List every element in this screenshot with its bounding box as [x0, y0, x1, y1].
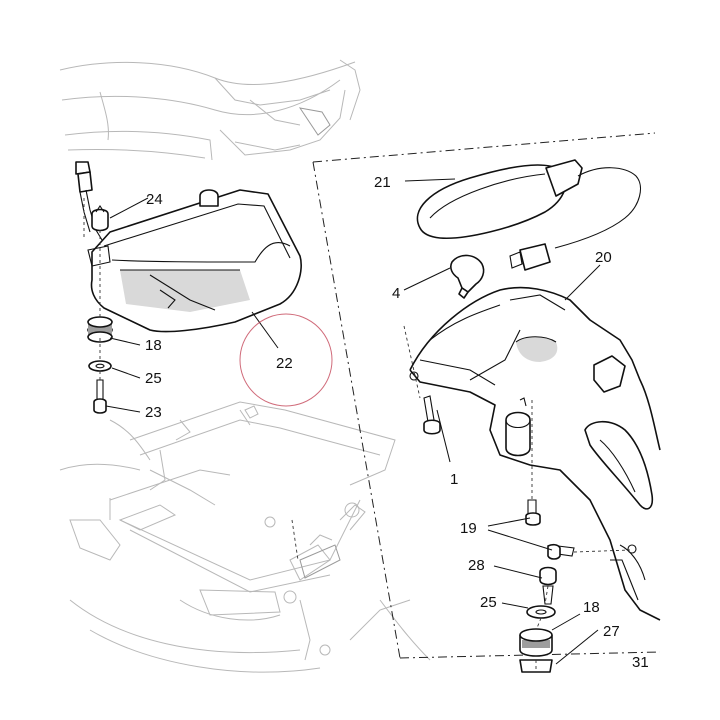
part-label-22: 22	[276, 355, 293, 372]
part-label-24: 24	[146, 191, 163, 208]
highlight-circle	[239, 313, 333, 407]
subframe-ghost	[59, 401, 431, 673]
part-number-labels: 21 20 4 24 22 18 25 23 1 19 28 25 18 27 …	[145, 174, 649, 671]
mounting-stack-right	[519, 566, 557, 673]
turn-indicator	[416, 159, 641, 271]
part-label-21: 21	[374, 174, 391, 191]
part-label-28: 28	[468, 557, 485, 574]
part-label-18-left: 18	[145, 337, 162, 354]
rear-bodywork-ghost	[59, 59, 361, 161]
indicator-bulb	[450, 254, 485, 299]
leader-lines	[83, 178, 631, 672]
screws-19	[525, 499, 575, 560]
part-label-25-right: 25	[480, 594, 497, 611]
part-label-18-right: 18	[583, 599, 600, 616]
tail-light	[87, 189, 302, 333]
screw-1	[423, 395, 441, 435]
part-label-23: 23	[145, 404, 162, 421]
part-label-1: 1	[450, 471, 458, 488]
part-label-4: 4	[392, 285, 400, 302]
exploded-view-boundary	[312, 132, 661, 659]
part-label-19: 19	[460, 520, 477, 537]
part-label-27: 27	[603, 623, 620, 640]
plate-holder	[409, 286, 661, 621]
part-label-31: 31	[632, 654, 649, 671]
part-label-25-left: 25	[145, 370, 162, 387]
part-label-20: 20	[595, 249, 612, 266]
